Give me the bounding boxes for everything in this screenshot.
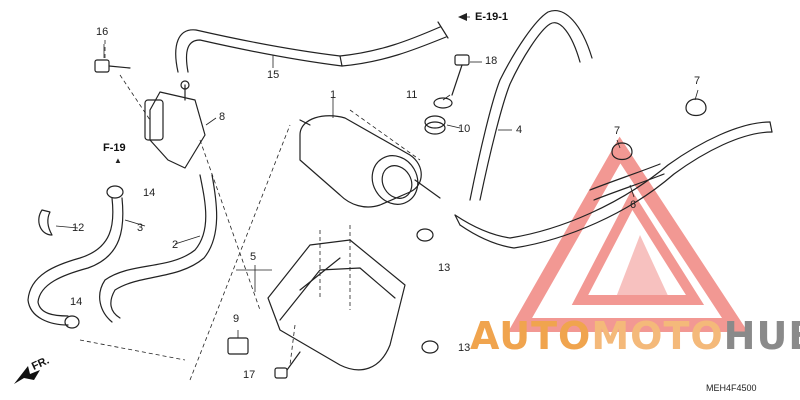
nut-13b — [421, 340, 439, 354]
watermark-auto: AUTO — [470, 314, 592, 358]
label-part-4: 4 — [516, 124, 523, 136]
label-part-14a: 14 — [143, 187, 156, 199]
clamp-7a — [611, 142, 633, 161]
label-part-8: 8 — [219, 111, 226, 123]
watermark-text: AUTOMOTOHUB — [470, 314, 800, 358]
canister-1 — [299, 115, 441, 208]
clip-12 — [38, 209, 53, 236]
label-part-13b: 13 — [458, 342, 471, 354]
bolt-18 — [451, 54, 470, 96]
label-part-5: 5 — [250, 251, 257, 263]
hose-2 — [99, 174, 218, 323]
label-part-9: 9 — [233, 313, 240, 325]
label-part-2: 2 — [172, 239, 179, 251]
label-part-11: 11 — [406, 89, 418, 101]
ref-f19[interactable]: F-19 — [103, 142, 126, 154]
watermark-logo — [507, 136, 748, 332]
solenoid-valve-8 — [144, 80, 206, 169]
label-part-7a: 7 — [614, 125, 621, 137]
grommet-10 — [424, 115, 446, 135]
label-part-14b: 14 — [70, 296, 83, 308]
label-part-12: 12 — [72, 222, 85, 234]
pad-9 — [227, 337, 249, 355]
watermark-moto: MOTO — [591, 314, 724, 358]
label-part-1: 1 — [330, 89, 337, 101]
washer-11 — [433, 97, 453, 109]
hose-15 — [175, 21, 449, 73]
ref-f19-arrow-icon: ▲ — [114, 156, 122, 165]
clamp-14b — [64, 315, 80, 329]
diagram-code: MEH4F4500 — [706, 383, 757, 393]
label-part-13a: 13 — [438, 262, 451, 274]
label-part-18: 18 — [485, 55, 498, 67]
label-part-3: 3 — [137, 222, 144, 234]
label-part-7b: 7 — [694, 75, 701, 87]
label-part-15: 15 — [267, 69, 280, 81]
label-part-17: 17 — [243, 369, 256, 381]
hose-3 — [27, 197, 124, 326]
ref-e19[interactable]: E-19-1 — [475, 11, 509, 23]
label-part-16: 16 — [96, 26, 109, 38]
nut-13a — [416, 228, 434, 242]
leader-lines — [79, 40, 421, 381]
watermark-hub: HUB — [723, 314, 800, 358]
hose-6 — [589, 163, 665, 201]
label-part-6: 6 — [630, 199, 637, 211]
label-part-10: 10 — [458, 123, 471, 135]
clamp-14a — [106, 185, 124, 199]
bolt-16 — [94, 59, 131, 73]
arrow-e19-icon — [458, 13, 467, 21]
cover-bracket-5 — [267, 239, 406, 371]
clamp-7b — [685, 98, 707, 117]
fr-arrow-icon — [14, 366, 40, 384]
bolt-17 — [274, 351, 301, 379]
hose-4 — [454, 10, 773, 249]
